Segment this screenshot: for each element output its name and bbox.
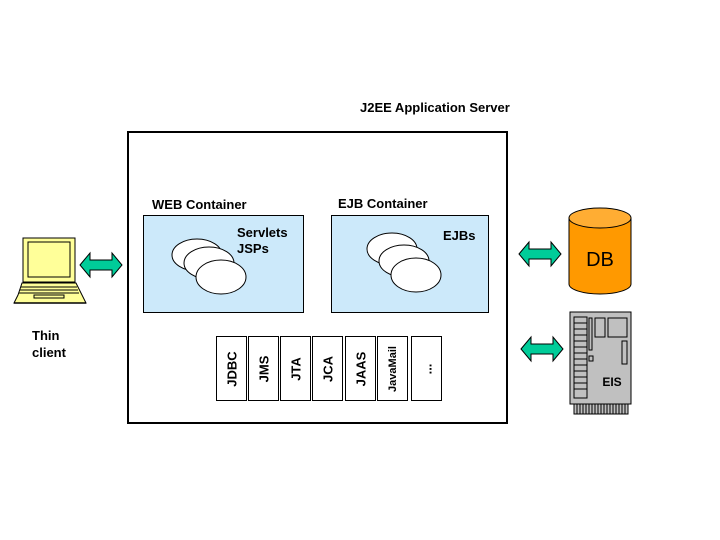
service-label: ... <box>419 363 434 374</box>
service-label: JDBC <box>224 350 239 387</box>
server-db-arrow <box>518 240 562 268</box>
thin-client-label: Thin client <box>32 327 66 361</box>
jsps-label: JSPs <box>237 241 269 256</box>
client-server-arrow <box>79 251 123 279</box>
service-label: JTA <box>288 356 303 381</box>
service-label: JavaMail <box>386 345 399 392</box>
web-container-label: WEB Container <box>152 197 247 212</box>
thin-client-label-line2: client <box>32 345 66 360</box>
server-title: J2EE Application Server <box>360 100 510 115</box>
service-label: JAAS <box>353 351 368 386</box>
laptop-icon <box>13 237 87 304</box>
service-box-javamail: JavaMail <box>377 336 408 401</box>
database-cylinder-icon: DB <box>568 207 632 295</box>
service-label: JCA <box>320 355 335 382</box>
ejbs-label: EJBs <box>443 228 476 243</box>
service-box-jdbc: JDBC <box>216 336 247 401</box>
ejb-container-label: EJB Container <box>338 196 428 211</box>
ejb-instance-ellipse <box>390 257 442 293</box>
server-eis-arrow <box>520 335 564 363</box>
service-label: JMS <box>256 355 271 382</box>
service-box-jms: JMS <box>248 336 279 401</box>
thin-client-label-line1: Thin <box>32 328 60 343</box>
eis-label: EIS <box>602 375 621 389</box>
servlets-label: Servlets <box>237 225 288 240</box>
service-box-more: ... <box>411 336 442 401</box>
web-components-text: Servlets JSPs <box>237 225 288 257</box>
service-box-jta: JTA <box>280 336 311 401</box>
servlet-instance-ellipse <box>195 259 247 295</box>
service-box-jaas: JAAS <box>345 336 376 401</box>
server-board-icon: EIS <box>569 311 632 415</box>
ejb-components-text: EJBs <box>443 228 476 244</box>
application-server-box <box>127 131 508 424</box>
db-label: DB <box>586 249 614 271</box>
service-box-jca: JCA <box>312 336 343 401</box>
